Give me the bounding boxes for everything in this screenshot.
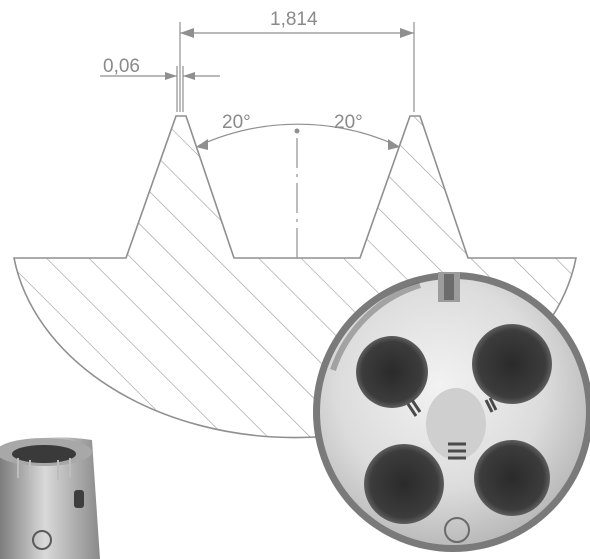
dim-arrow-left bbox=[180, 28, 194, 38]
gap-arrow-right bbox=[183, 72, 195, 80]
die-logo-stamp bbox=[444, 517, 470, 543]
die-hole-bottom-right bbox=[474, 440, 550, 516]
dimension-width-label: 1,814 bbox=[270, 9, 318, 30]
gap-arrow-left bbox=[165, 72, 177, 80]
die-hole-top-left bbox=[356, 336, 428, 408]
die-hole-top-right bbox=[472, 324, 552, 404]
small-die-nut-photo bbox=[0, 437, 100, 559]
dimension-gap-label: 0,06 bbox=[103, 56, 140, 77]
angle-arrow-left bbox=[196, 139, 208, 150]
angle-right-label: 20° bbox=[334, 112, 363, 133]
angle-arrow-right bbox=[388, 139, 400, 150]
dim-arrow-right bbox=[400, 28, 414, 38]
angle-center-dot bbox=[294, 128, 300, 134]
die-hole-bottom-left bbox=[364, 444, 444, 524]
angle-left-label: 20° bbox=[222, 112, 251, 133]
angle-arc bbox=[197, 123, 399, 147]
large-threading-die-photo bbox=[313, 272, 590, 552]
